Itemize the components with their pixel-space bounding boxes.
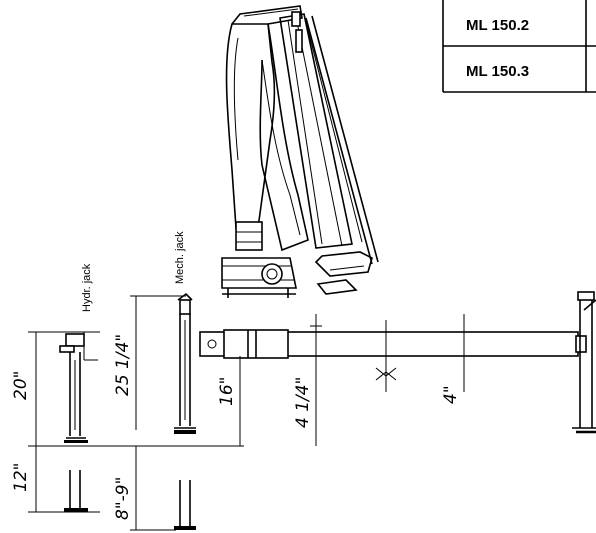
mechanical-jack [174, 292, 196, 530]
dim-beam-height: 16" [217, 377, 237, 406]
stabilizer-beam [199, 329, 587, 359]
dim-mech-height: 25 1/4" [113, 334, 133, 396]
dim-hydr-extension: 12" [11, 463, 31, 492]
dim-beam-thickness: 4" [441, 385, 461, 404]
model-row-1: ML 150.2 [466, 17, 529, 34]
dim-mech-extension: 8"-9" [113, 477, 133, 520]
dim-hydr-height: 20" [11, 371, 31, 400]
mechanical-jack-label: Mech. jack [174, 231, 186, 284]
dimension-lines [28, 295, 470, 531]
model-table: ML 150.2 ML 150.3 [442, 0, 596, 93]
hydraulic-jack-label: Hydr. jack [81, 263, 93, 312]
hydraulic-jack [59, 333, 88, 512]
model-row-2: ML 150.3 [466, 63, 529, 80]
crane-boom [221, 5, 379, 298]
dim-beam-clearance: 4 1/4" [293, 377, 313, 428]
right-leg [572, 291, 596, 434]
